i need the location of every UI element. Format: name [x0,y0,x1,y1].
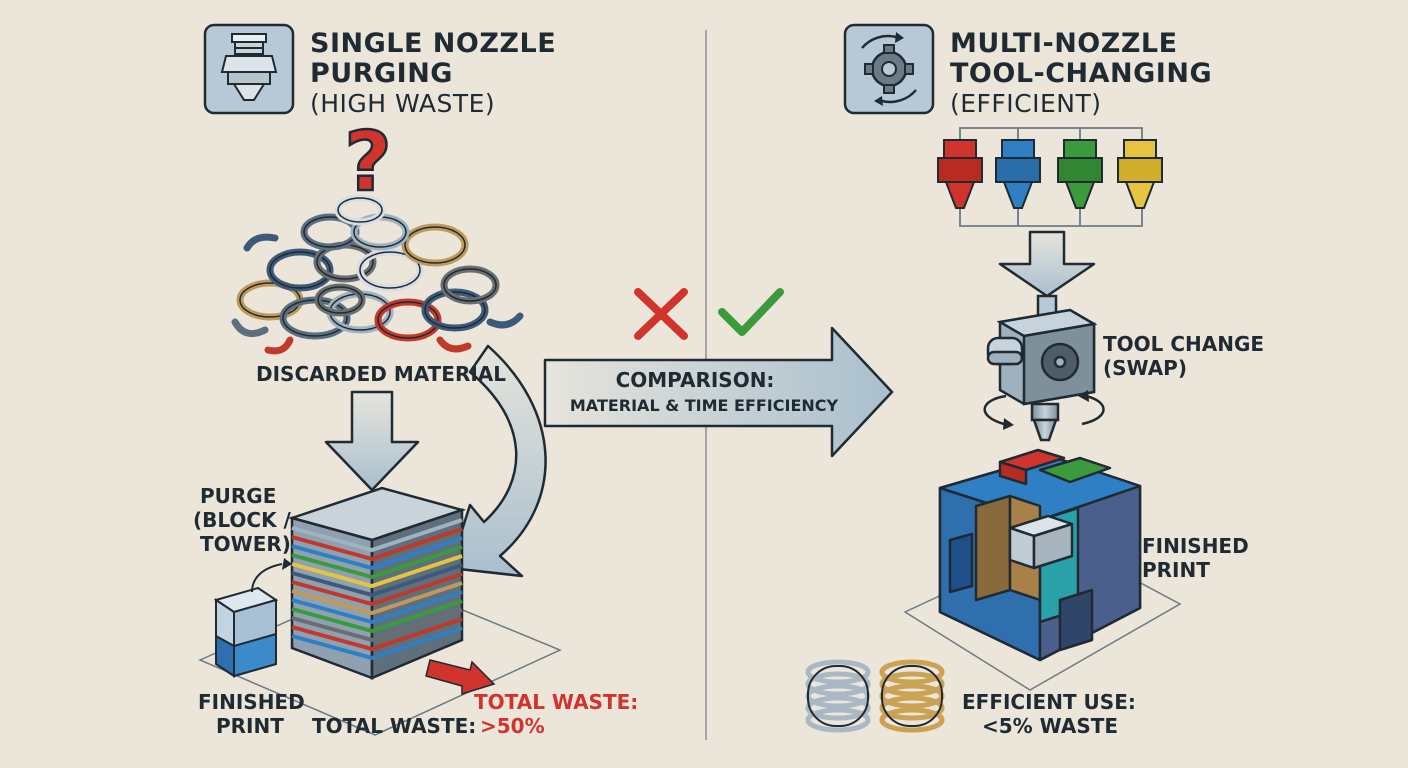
check-icon [718,288,784,336]
comparison-line1: COMPARISON: [615,368,775,392]
right-title-line2: TOOL-CHANGING [950,58,1213,89]
pointer-arrow [251,563,283,593]
efficient-use-line2: <5% WASTE [982,714,1119,738]
purge-layers [291,518,463,661]
question-mark-icon: ? [344,115,392,210]
total-waste-label: TOTAL WASTE: [312,714,477,738]
filament-spool-silver [805,659,871,733]
purge-label-line2: (BLOCK / [193,508,291,532]
rotate-arrow-right [1081,394,1105,426]
tool-change-line2: (SWAP) [1103,356,1187,380]
left-title-line1: SINGLE NOZZLE [310,28,557,59]
right-title-line1: MULTI-NOZZLE [950,28,1178,59]
nozzle-blue [995,139,1041,209]
discarded-filament-pile [231,194,524,355]
nozzle-yellow [1117,139,1163,209]
discarded-material-label: DISCARDED MATERIAL [256,362,507,386]
comparison-arrow [543,326,894,458]
total-waste-value: >50% [480,714,545,738]
right-subtitle: (EFFICIENT) [950,89,1102,118]
gear-cycle-icon [843,23,935,115]
left-title-line2: PURGING [310,58,453,89]
rotate-arrow-left [983,394,1007,426]
cross-icon [634,288,688,340]
left-finished-line1: FINISHED [198,690,305,714]
nozzle-icon [203,23,295,115]
purge-label-line3: TOWER) [200,532,291,556]
tool-down-arrow [998,230,1096,298]
nozzle-green [1057,139,1103,209]
left-subtitle: (HIGH WASTE) [310,89,496,118]
right-finished-line1: FINISHED [1142,534,1249,558]
tool-head [986,294,1098,442]
red-waste-arrow [425,659,496,696]
purge-label-line1: PURGE [200,484,277,508]
tool-change-line1: TOOL CHANGE [1103,332,1265,356]
curved-arrow [448,344,547,578]
finished-print-multicolor [938,448,1142,662]
right-finished-line2: PRINT [1142,558,1210,582]
filament-spool-gold [879,659,945,733]
comparison-line2: MATERIAL & TIME EFFICIENCY [569,396,839,415]
left-finished-line2: PRINT [216,714,284,738]
total-waste-red-label: TOTAL WASTE: [474,690,639,714]
nozzle-bracket [959,127,1143,227]
down-arrow [324,390,420,492]
nozzle-red [937,139,983,209]
efficient-use-line1: EFFICIENT USE: [962,690,1136,714]
finished-print-small [213,586,279,678]
